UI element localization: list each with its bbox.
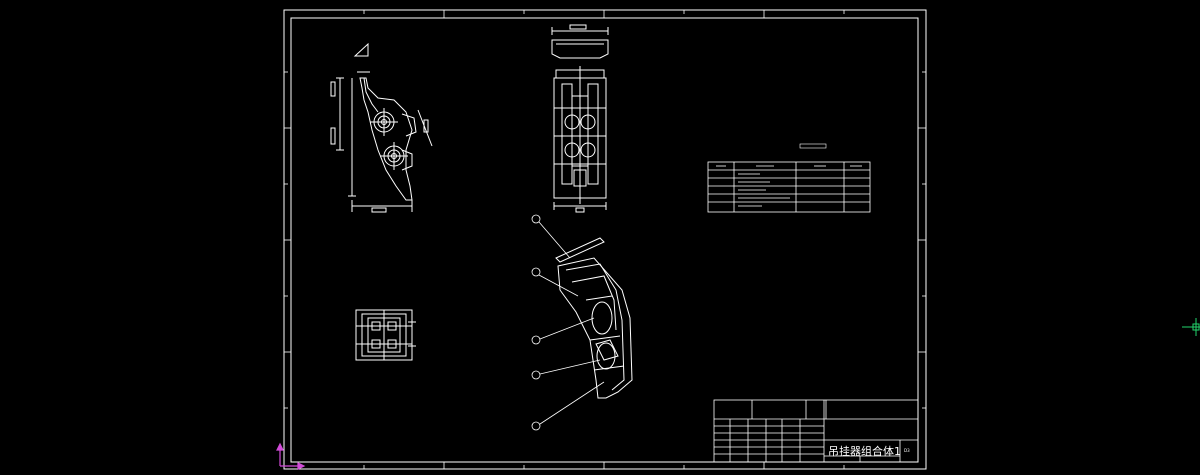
side-view[interactable]: [330, 42, 433, 213]
title-block: [713, 399, 919, 463]
crosshair-icon: [1182, 318, 1200, 336]
zone-ticks: [284, 10, 926, 469]
ucs-icon: [276, 442, 306, 470]
drawing-title: 吊挂器组合体1: [828, 444, 901, 458]
isometric-view[interactable]: [555, 237, 633, 399]
inner-border: [290, 17, 919, 463]
parts-list-table: [707, 161, 871, 213]
outer-border: [283, 9, 927, 470]
projection-symbol: [353, 42, 369, 57]
top-view[interactable]: [551, 24, 609, 59]
bottom-view[interactable]: [355, 309, 416, 361]
part-balloons: [531, 214, 605, 431]
corner-marks: [290, 17, 919, 463]
front-view[interactable]: [553, 66, 607, 213]
sheet-code: D3: [904, 448, 910, 453]
technical-note: [799, 143, 827, 149]
